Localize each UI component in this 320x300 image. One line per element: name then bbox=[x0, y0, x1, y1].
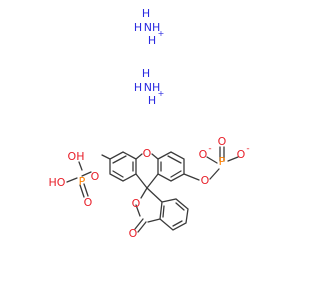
pyran-left-upper bbox=[135, 153, 143, 160]
left-p-ho bbox=[66, 177, 78, 183]
right-ester-oxygen: O bbox=[201, 174, 210, 187]
right-o-p bbox=[209, 168, 220, 180]
carbonyl-double-1 bbox=[137, 221, 147, 233]
ammonium-ion-2: H H NH + H bbox=[134, 67, 164, 107]
pyran-right-lower bbox=[146, 173, 159, 189]
right-double-oxygen: O bbox=[218, 135, 227, 148]
right-p-o-right bbox=[227, 156, 239, 162]
lower-aromatic-ring bbox=[159, 198, 189, 231]
left-p-double-o-1 bbox=[83, 183, 89, 197]
right-oxygen-right-charge: - bbox=[246, 144, 249, 154]
carbonyl-double-2 bbox=[134, 218, 144, 230]
lactone-o-to-carbonyl bbox=[135, 204, 141, 217]
left-oh: OH bbox=[68, 150, 85, 163]
ammonium-2-h-bottom: H bbox=[148, 94, 156, 107]
lower-aromatic-inner bbox=[162, 202, 185, 227]
lactone-aryl-to-carbonyl bbox=[147, 218, 161, 223]
bond-lines bbox=[66, 146, 239, 233]
atom-labels: O O O O P OH HO O O P O - O - O bbox=[49, 135, 250, 240]
ammonium-2-h-top: H bbox=[142, 67, 150, 80]
left-o-p bbox=[81, 171, 92, 177]
ammonium-1-h-left: H bbox=[134, 21, 142, 34]
pyran-left-lower bbox=[135, 173, 148, 189]
left-ester-oxygen: O bbox=[91, 170, 100, 183]
right-oxygen-left-charge: - bbox=[208, 144, 211, 154]
left-ho: HO bbox=[49, 176, 66, 189]
right-phosphorus: P bbox=[219, 155, 226, 168]
ammonium-2-charge: + bbox=[158, 89, 165, 98]
ammonium-1-charge: + bbox=[158, 29, 165, 38]
structure-diagram: H H NH + H H H NH + H bbox=[49, 7, 250, 240]
left-aromatic-inner bbox=[112, 155, 134, 178]
left-double-oxygen: O bbox=[84, 196, 93, 209]
left-phosphorus: P bbox=[79, 175, 86, 188]
lactone-carbonyl-oxygen: O bbox=[129, 227, 138, 240]
right-p-o-left bbox=[206, 156, 218, 164]
pyran-right-upper bbox=[151, 153, 159, 160]
right-c-o-ester bbox=[183, 173, 200, 181]
lactone-spiro-to-aryl bbox=[146, 187, 163, 203]
left-p-oh bbox=[78, 161, 83, 171]
ammonium-2-nh: NH bbox=[144, 81, 161, 94]
left-c-o-ester bbox=[101, 154, 111, 160]
ammonium-ion-1: H H NH + H bbox=[134, 7, 164, 47]
right-oxygen-right: O bbox=[237, 148, 246, 161]
right-aromatic-inner bbox=[160, 155, 182, 178]
left-p-double-o-2 bbox=[79, 184, 85, 198]
ammonium-1-nh: NH bbox=[144, 21, 161, 34]
lactone-ring-oxygen: O bbox=[132, 197, 141, 210]
ammonium-1-h-top: H bbox=[142, 7, 150, 20]
right-oxygen-left: O bbox=[199, 148, 208, 161]
ammonium-1-h-bottom: H bbox=[148, 34, 156, 47]
ammonium-2-h-left: H bbox=[134, 81, 142, 94]
xanthene-oxygen: O bbox=[143, 147, 152, 160]
lactone-c-to-o bbox=[140, 187, 148, 199]
